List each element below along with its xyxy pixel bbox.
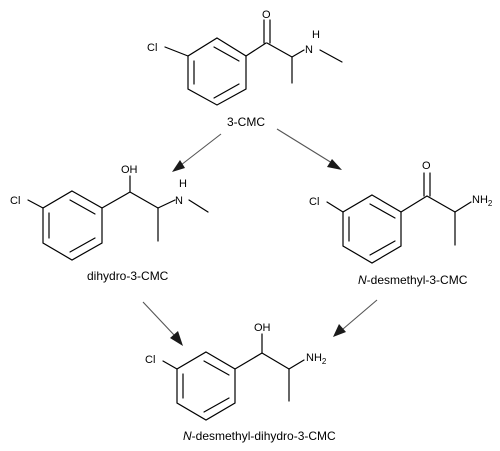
reaction-arrow-top-to-right [276,128,342,170]
hydrogen-label: H [312,29,320,41]
n-methyl-bond [188,199,209,213]
benzene-ring [176,351,236,421]
compound-name-dihydro-3-cmc: dihydro-3-CMC [87,269,169,283]
nitrogen-label: N [175,195,183,207]
nitrogen-label: N [305,44,313,56]
carbonyl-carbon-bond [400,195,428,213]
carbinol-carbon-bond [234,352,263,370]
amine-bond [454,201,472,213]
chlorine-label: Cl [10,195,20,207]
benzene-ring [342,194,402,264]
alpha-carbon-bond [261,352,290,370]
alpha-carbon-bond [426,195,456,213]
arrow-head [327,159,342,170]
chlorine-label: Cl [145,354,155,366]
amine-bond [288,359,305,370]
compound-3-cmc: Cl O H N 3-CMC [147,9,343,129]
cl-bond [162,360,178,370]
ring-double-bond [369,240,396,256]
compound-n-desmethyl-dihydro-3-cmc: Cl OH NH2 N-desmethyl-dihydro-3-CMC [145,322,336,443]
hydrogen-label: H [179,178,187,190]
cl-bond [326,201,344,213]
compound-n-desmethyl-3-cmc: Cl O NH2 N-desmethyl-3-CMC [309,160,493,287]
ring-double-bond [369,203,396,219]
n-methyl-bond [319,49,343,63]
ring-double-bond [203,397,230,413]
carbinol-carbon-bond [101,191,131,209]
alpha-carbon-bond [266,42,293,58]
chlorine-label: Cl [309,196,319,208]
oxygen-label: O [422,160,431,172]
ring-double-bond [203,360,230,376]
ring-double-bond [213,46,240,62]
cl-bond [27,199,44,209]
carbonyl-carbon-bond [245,42,267,57]
amine-label: NH2 [306,352,327,366]
oxygen-label: O [262,9,271,21]
cl-bond [164,46,189,57]
amine-label: NH2 [472,194,493,208]
arrow-shaft [180,133,222,166]
hydroxyl-label: OH [254,322,271,334]
chlorine-label: Cl [147,42,157,54]
arrow-shaft [342,299,378,330]
arrow-shaft [276,128,333,164]
ring-double-bond [213,83,240,99]
compound-name-3-cmc: 3-CMC [227,115,265,129]
alpha-carbon-bond [129,191,159,209]
hydroxyl-label: OH [121,164,138,176]
arrow-head [333,324,346,337]
compound-dihydro-3-cmc: Cl OH H N dihydro-3-CMC [10,164,209,283]
arrow-shaft [142,301,176,337]
arrow-head [170,331,183,346]
compound-name-n-desmethyl-dihydro-3-cmc: N-desmethyl-dihydro-3-CMC [183,429,336,443]
reaction-arrow-right-to-bottom [333,299,378,337]
nitrogen-bond [291,49,305,58]
arrow-head [172,160,185,172]
nitrogen-bond [157,199,176,209]
reaction-arrow-left-to-bottom [142,301,183,346]
ring-double-bond [69,237,96,253]
benzene-ring [187,37,247,106]
ring-double-bond [69,199,96,215]
compound-name-n-desmethyl-3-cmc: N-desmethyl-3-CMC [358,273,468,287]
reaction-arrow-top-to-left [172,133,222,172]
benzene-ring [42,190,103,261]
